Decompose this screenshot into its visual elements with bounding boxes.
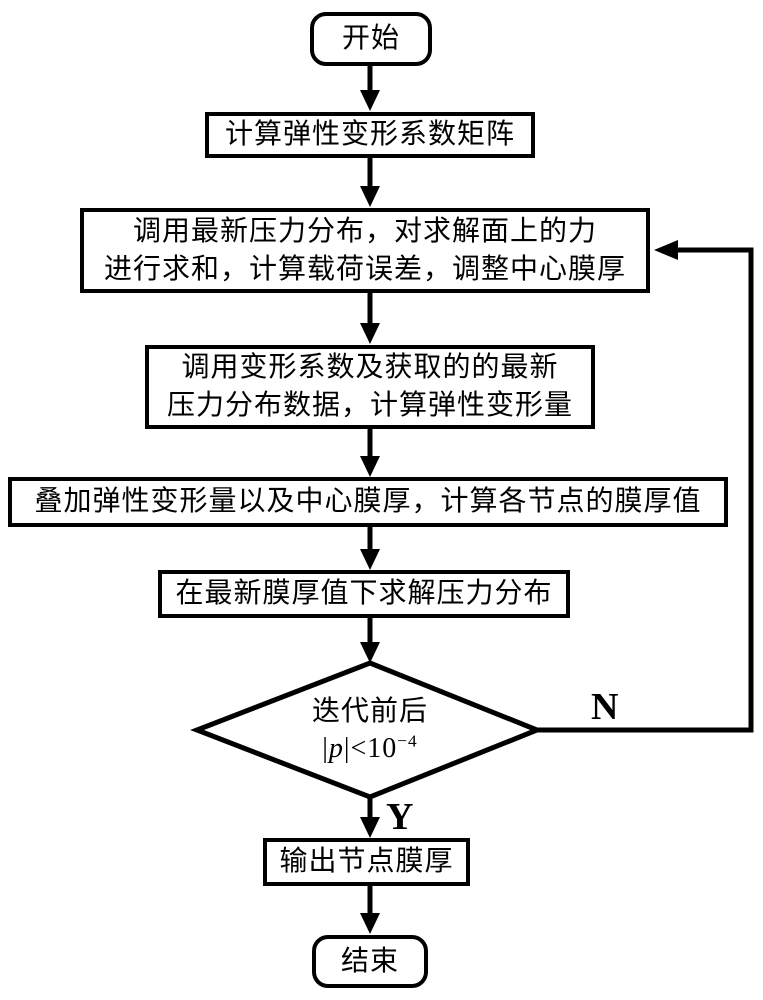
arrowhead-feedback-step2 bbox=[654, 240, 678, 260]
start-node: 开始 bbox=[310, 12, 432, 66]
process-label-line2: 进行求和，计算载荷误差，调整中心膜厚 bbox=[103, 253, 626, 285]
arrowhead-decision-output bbox=[360, 817, 380, 838]
branch-label-no: N bbox=[591, 686, 619, 728]
arrowhead-step2-step3 bbox=[360, 323, 380, 344]
arrowhead-step1-step2 bbox=[360, 186, 380, 207]
process-label: 叠加弹性变形量以及中心膜厚，计算各节点的膜厚值 bbox=[34, 486, 702, 517]
branch-label-yes: Y bbox=[386, 796, 414, 838]
start-label: 开始 bbox=[341, 23, 400, 54]
arrowhead-start-step1 bbox=[360, 90, 380, 111]
arrowhead-step3-step4 bbox=[360, 456, 380, 477]
process-label: 在最新膜厚值下求解压力分布 bbox=[175, 578, 553, 609]
process-output-node-film-thickness: 输出节点膜厚 bbox=[263, 838, 470, 886]
process-label-line2: 压力分布数据，计算弹性变形量 bbox=[166, 390, 573, 421]
arrowhead-step5-decision bbox=[360, 642, 380, 663]
decision-condition: |p|<10−4 bbox=[322, 731, 418, 764]
process-label-line1: 调用变形系数及获取的的最新 bbox=[181, 352, 559, 383]
decision-label-line1: 迭代前后 bbox=[311, 696, 428, 727]
feedback-loop-line bbox=[537, 247, 754, 733]
exponent: −4 bbox=[397, 731, 418, 751]
process-sum-forces-adjust-film: 调用最新压力分布，对求解面上的力 进行求和，计算载荷误差，调整中心膜厚 bbox=[80, 208, 650, 293]
process-label: 输出节点膜厚 bbox=[279, 846, 454, 877]
process-label-line1: 调用最新压力分布，对求解面上的力 bbox=[132, 215, 597, 247]
variable-p: p bbox=[328, 733, 344, 764]
decision-label: 迭代前后 |p|<10−4 bbox=[250, 688, 490, 772]
arrowhead-output-end bbox=[360, 913, 380, 934]
arrowhead-step4-step5 bbox=[360, 549, 380, 570]
end-node: 结束 bbox=[312, 935, 428, 988]
process-solve-pressure-distribution: 在最新膜厚值下求解压力分布 bbox=[158, 570, 570, 618]
process-label: 计算弹性变形系数矩阵 bbox=[224, 119, 515, 150]
process-compute-deformation-matrix: 计算弹性变形系数矩阵 bbox=[205, 112, 535, 158]
process-compute-elastic-deformation: 调用变形系数及获取的的最新 压力分布数据，计算弹性变形量 bbox=[145, 345, 595, 429]
process-superpose-film-thickness: 叠加弹性变形量以及中心膜厚，计算各节点的膜厚值 bbox=[8, 477, 728, 527]
end-label: 结束 bbox=[340, 945, 399, 977]
